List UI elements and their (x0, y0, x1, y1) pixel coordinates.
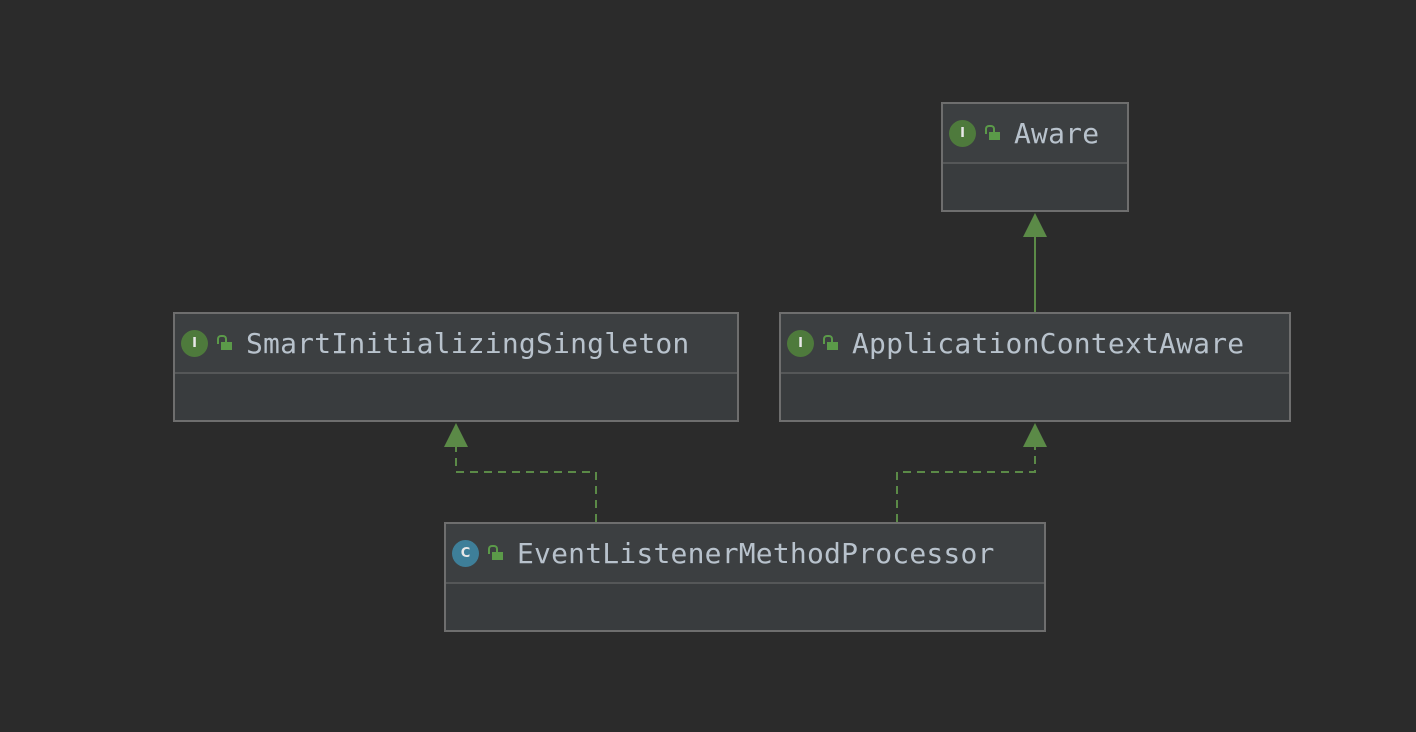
interface-icon: I (787, 329, 814, 357)
node-header: I ApplicationContextAware (781, 314, 1289, 374)
interface-icon: I (181, 329, 208, 357)
edge-application-context-aware-to-aware (1023, 213, 1047, 312)
node-aware[interactable]: I Aware (941, 102, 1129, 212)
arrowhead-icon (1023, 423, 1047, 447)
node-members (943, 164, 1127, 210)
node-members (781, 374, 1289, 420)
public-lock-icon (487, 543, 505, 563)
node-name: EventListenerMethodProcessor (517, 536, 995, 570)
public-lock-icon (822, 333, 840, 353)
arrowhead-icon (444, 423, 468, 447)
node-smart-initializing-singleton[interactable]: I SmartInitializingSingleton (173, 312, 739, 422)
node-header: I SmartInitializingSingleton (175, 314, 737, 374)
class-icon: C (452, 539, 479, 567)
public-lock-icon (216, 333, 234, 353)
node-name: Aware (1014, 116, 1100, 150)
edge-processor-to-smart-initializing-singleton (444, 423, 597, 522)
interface-icon: I (949, 119, 976, 147)
node-members (175, 374, 737, 420)
public-lock-icon (984, 123, 1002, 143)
node-header: I Aware (943, 104, 1127, 164)
edge-processor-to-application-context-aware (896, 423, 1047, 522)
node-members (446, 584, 1044, 630)
node-header: C EventListenerMethodProcessor (446, 524, 1044, 584)
node-event-listener-method-processor[interactable]: C EventListenerMethodProcessor (444, 522, 1046, 632)
node-name: ApplicationContextAware (852, 326, 1245, 360)
node-name: SmartInitializingSingleton (246, 326, 690, 360)
node-application-context-aware[interactable]: I ApplicationContextAware (779, 312, 1291, 422)
arrowhead-icon (1023, 213, 1047, 237)
